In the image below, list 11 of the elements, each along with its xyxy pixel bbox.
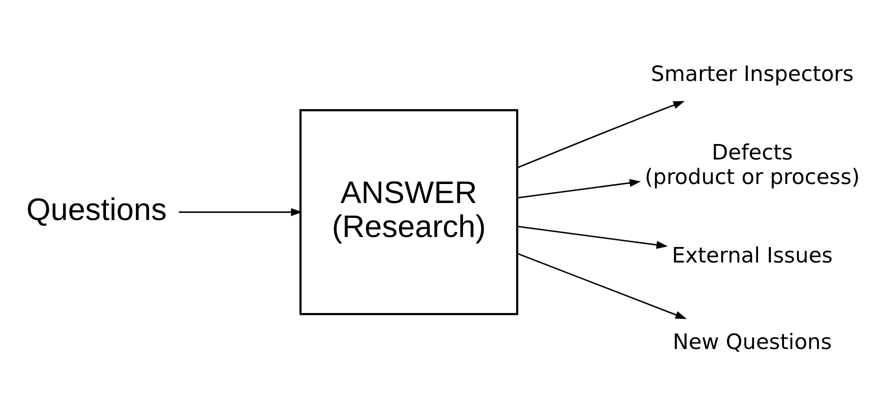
arrow bbox=[517, 100, 685, 168]
node-text: Smarter Inspectors bbox=[650, 62, 854, 87]
node-text: Questions bbox=[26, 192, 167, 227]
node-text: External Issues bbox=[672, 242, 833, 268]
arrow bbox=[517, 252, 687, 319]
node-text: Defects (product or process) bbox=[644, 140, 860, 190]
node-box: ANSWER (Research) bbox=[299, 108, 518, 315]
node-text: New Questions bbox=[672, 329, 832, 354]
arrow bbox=[178, 208, 302, 216]
arrow bbox=[517, 225, 668, 248]
arrow bbox=[517, 178, 641, 198]
